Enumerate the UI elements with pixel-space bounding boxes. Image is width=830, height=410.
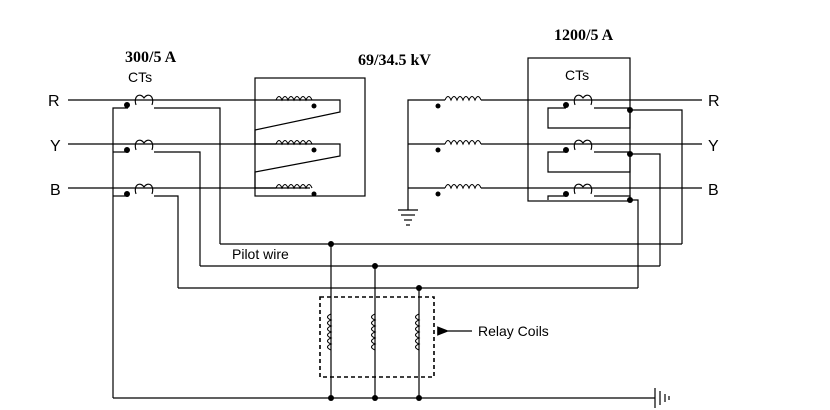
relay-coils-label: Relay Coils (478, 323, 549, 339)
relay-coils (326, 244, 421, 398)
right-phase-y: Y (708, 138, 719, 155)
right-ct-y (563, 139, 593, 153)
transformer-rating: 69/34.5 kV (358, 52, 431, 69)
left-ct-r (124, 94, 154, 108)
right-phase-b: B (708, 182, 719, 199)
left-ct-y (124, 139, 154, 153)
left-transformer-windings (254, 77, 366, 197)
right-phase-r: R (708, 93, 720, 110)
left-phase-b: B (50, 182, 61, 199)
pilot-wire-label: Pilot wire (232, 246, 289, 262)
right-ct-enclosure (527, 57, 631, 202)
right-ct-rating: 1200/5 A (554, 27, 614, 44)
right-ct-r (563, 94, 593, 108)
left-phase-y: Y (50, 138, 61, 155)
common-return-wire (113, 395, 655, 401)
right-ct-label: CTs (565, 67, 589, 83)
left-ct-rating: 300/5 A (125, 49, 177, 66)
right-transformer-windings (398, 95, 482, 226)
right-ct-b (563, 183, 593, 197)
relay-coil-enclosure (319, 296, 435, 378)
left-ct-label: CTs (128, 69, 152, 85)
left-ct-wiring (112, 107, 221, 398)
pilot-wires (178, 241, 682, 291)
ground-icon (654, 388, 670, 408)
left-phase-r: R (48, 93, 60, 110)
right-ct-wiring (547, 107, 683, 288)
left-ct-b (124, 183, 154, 197)
